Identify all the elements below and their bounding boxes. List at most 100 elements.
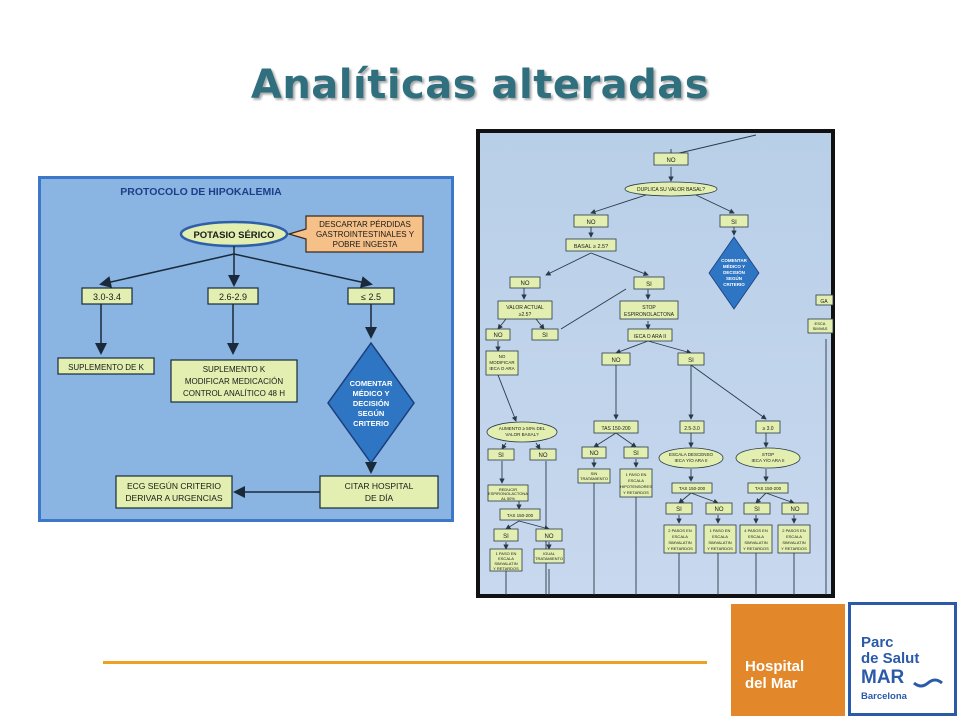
- svg-text:STOP: STOP: [642, 305, 656, 311]
- svg-text:≥ 3.0: ≥ 3.0: [762, 426, 773, 432]
- svg-text:MÉDICO Y: MÉDICO Y: [723, 262, 745, 269]
- svg-text:SI: SI: [688, 358, 694, 364]
- svg-text:4 PASOS EN: 4 PASOS EN: [744, 528, 768, 533]
- svg-text:1 PASO EN: 1 PASO EN: [626, 472, 647, 477]
- citar-box: [319, 475, 439, 509]
- svg-text:GA: GA: [820, 299, 828, 305]
- start-label: POTASIO SÉRICO: [193, 230, 274, 241]
- wave-icon: [913, 678, 943, 688]
- citar-line-1: CITAR HOSPITAL: [345, 481, 414, 491]
- svg-text:IECA Y/O ARA II: IECA Y/O ARA II: [752, 458, 785, 463]
- svg-text:TRATAMIENTO: TRATAMIENTO: [580, 476, 608, 481]
- hospital-del-mar-logo: Hospital del Mar: [731, 604, 845, 716]
- range-label-3: ≤ 2.5: [361, 292, 381, 302]
- parc-logo-mar: MAR: [861, 667, 905, 688]
- svg-text:COMENTAR: COMENTAR: [721, 258, 747, 263]
- note-line-3: POBRE INGESTA: [333, 240, 398, 249]
- hospital-logo-line-1: Hospital: [745, 658, 805, 675]
- svg-text:STOP: STOP: [762, 452, 774, 457]
- si-label-2: SI: [731, 220, 737, 226]
- svg-text:1 PASO EN: 1 PASO EN: [710, 528, 731, 533]
- note-callout: [286, 215, 424, 253]
- svg-text:SEGÚN: SEGÚN: [726, 275, 742, 281]
- svg-text:SI: SI: [542, 333, 548, 339]
- range-box-1: [81, 287, 133, 305]
- svg-text:SIN: SIN: [591, 471, 598, 476]
- note-line-2: GASTROINTESTINALES Y: [316, 230, 415, 239]
- svg-text:TAS 150-200: TAS 150-200: [679, 486, 706, 491]
- svg-text:SI: SI: [754, 507, 760, 513]
- range-label-1: 3.0-3.4: [93, 292, 121, 302]
- svg-text:VALOR BASAL?: VALOR BASAL?: [505, 432, 539, 437]
- svg-text:TAS 150-200: TAS 150-200: [601, 426, 630, 432]
- svg-text:ESCALA: ESCALA: [712, 534, 728, 539]
- action-box-2: [170, 359, 298, 403]
- svg-text:IGUAL: IGUAL: [543, 551, 556, 556]
- action-box-1: [57, 357, 155, 375]
- svg-text:NO: NO: [521, 281, 530, 287]
- action-2-line-2: MODIFICAR MEDICACIÓN: [185, 377, 283, 386]
- svg-text:ESCALA: ESCALA: [498, 556, 514, 561]
- svg-text:SI: SI: [498, 453, 504, 459]
- decision-line-5: CRITERIO: [353, 419, 389, 428]
- svg-text:≥2.5?: ≥2.5?: [519, 312, 532, 318]
- svg-text:REDUCIR: REDUCIR: [499, 487, 517, 492]
- svg-text:NO: NO: [715, 507, 724, 513]
- svg-text:IECA Y/O ARA II: IECA Y/O ARA II: [675, 458, 708, 463]
- svg-text:SI: SI: [633, 451, 639, 457]
- svg-text:ESCALA: ESCALA: [786, 534, 802, 539]
- no-label-2: NO: [587, 220, 596, 226]
- svg-text:ESCALA: ESCALA: [672, 534, 688, 539]
- no-top-box: [653, 152, 689, 166]
- svg-text:NO: NO: [494, 333, 503, 339]
- ecg-line-2: DERIVAR A URGENCIAS: [125, 493, 222, 503]
- svg-text:Y RETARDOS: Y RETARDOS: [493, 566, 519, 571]
- svg-text:SIMVAS: SIMVAS: [813, 326, 828, 331]
- citar-line-2: DE DÍA: [365, 493, 394, 503]
- note-line-1: DESCARTAR PÉRDIDAS: [319, 220, 411, 229]
- protocol-header: PROTOCOLO DE HIPOKALEMIA: [120, 186, 282, 198]
- svg-text:NO: NO: [499, 354, 506, 359]
- hypokalemia-flowchart: PROTOCOLO DE HIPOKALEMIA POTASIO SÉRICO …: [38, 176, 454, 522]
- svg-text:TAS 150-200: TAS 150-200: [755, 486, 782, 491]
- comentar-diamond: [708, 236, 760, 310]
- svg-text:NO: NO: [791, 507, 800, 513]
- svg-text:SI: SI: [676, 507, 682, 513]
- duplica-label: DUPLICA SU VALOR BASAL?: [637, 187, 705, 193]
- svg-text:Y RETARDOS: Y RETARDOS: [781, 546, 807, 551]
- action-2-line-1: SUPLEMENTO K: [203, 365, 266, 374]
- hyperkalemia-flowchart: NO DUPLICA SU VALOR BASAL? NO SI BASAL ≥…: [476, 129, 835, 598]
- duplica-node: [624, 181, 718, 197]
- svg-text:DECISIÓN: DECISIÓN: [723, 268, 745, 275]
- svg-text:ESCALA DESCENSO: ESCALA DESCENSO: [669, 452, 714, 457]
- svg-text:IECA O ARA: IECA O ARA: [489, 366, 514, 371]
- svg-text:Y RETARDOS: Y RETARDOS: [707, 546, 733, 551]
- svg-text:2.5-3.0: 2.5-3.0: [684, 426, 700, 432]
- decision-line-1: COMENTAR: [350, 379, 393, 388]
- range-label-2: 2.6-2.9: [219, 292, 247, 302]
- parc-logo-line-1: Parc: [861, 634, 894, 651]
- svg-text:Y RETARDOS: Y RETARDOS: [623, 490, 649, 495]
- svg-text:NO: NO: [545, 534, 554, 540]
- svg-text:SIMVALATIN: SIMVALATIN: [744, 540, 767, 545]
- svg-text:ESPIRONOLACTONA: ESPIRONOLACTONA: [624, 312, 675, 318]
- svg-text:SI: SI: [503, 534, 509, 540]
- decision-line-3: DECISIÓN: [353, 399, 389, 408]
- parc-logo-city: Barcelona: [861, 691, 907, 702]
- svg-text:Y RETARDOS: Y RETARDOS: [743, 546, 769, 551]
- svg-text:TRATAMIENTO: TRATAMIENTO: [535, 556, 563, 561]
- svg-text:AUMENTO ≥ 50% DEL: AUMENTO ≥ 50% DEL: [499, 426, 546, 431]
- svg-text:SI: SI: [646, 282, 652, 288]
- svg-text:TAS 150-200: TAS 150-200: [507, 513, 534, 518]
- svg-text:IECA O ARA II: IECA O ARA II: [634, 334, 666, 340]
- svg-text:AL 50%: AL 50%: [501, 496, 515, 501]
- slide-title: Analíticas alteradas: [250, 62, 710, 108]
- svg-text:1 PASO EN: 1 PASO EN: [496, 551, 517, 556]
- parc-salut-mar-logo: Parc de Salut MAR Barcelona: [848, 602, 957, 716]
- hospital-logo-line-2: del Mar: [745, 675, 798, 692]
- svg-text:CRITERIO: CRITERIO: [723, 282, 745, 287]
- svg-text:ESCA: ESCA: [815, 321, 826, 326]
- parc-logo-line-2: de Salut: [861, 650, 920, 667]
- svg-text:NO: NO: [590, 451, 599, 457]
- orange-divider: [103, 661, 707, 664]
